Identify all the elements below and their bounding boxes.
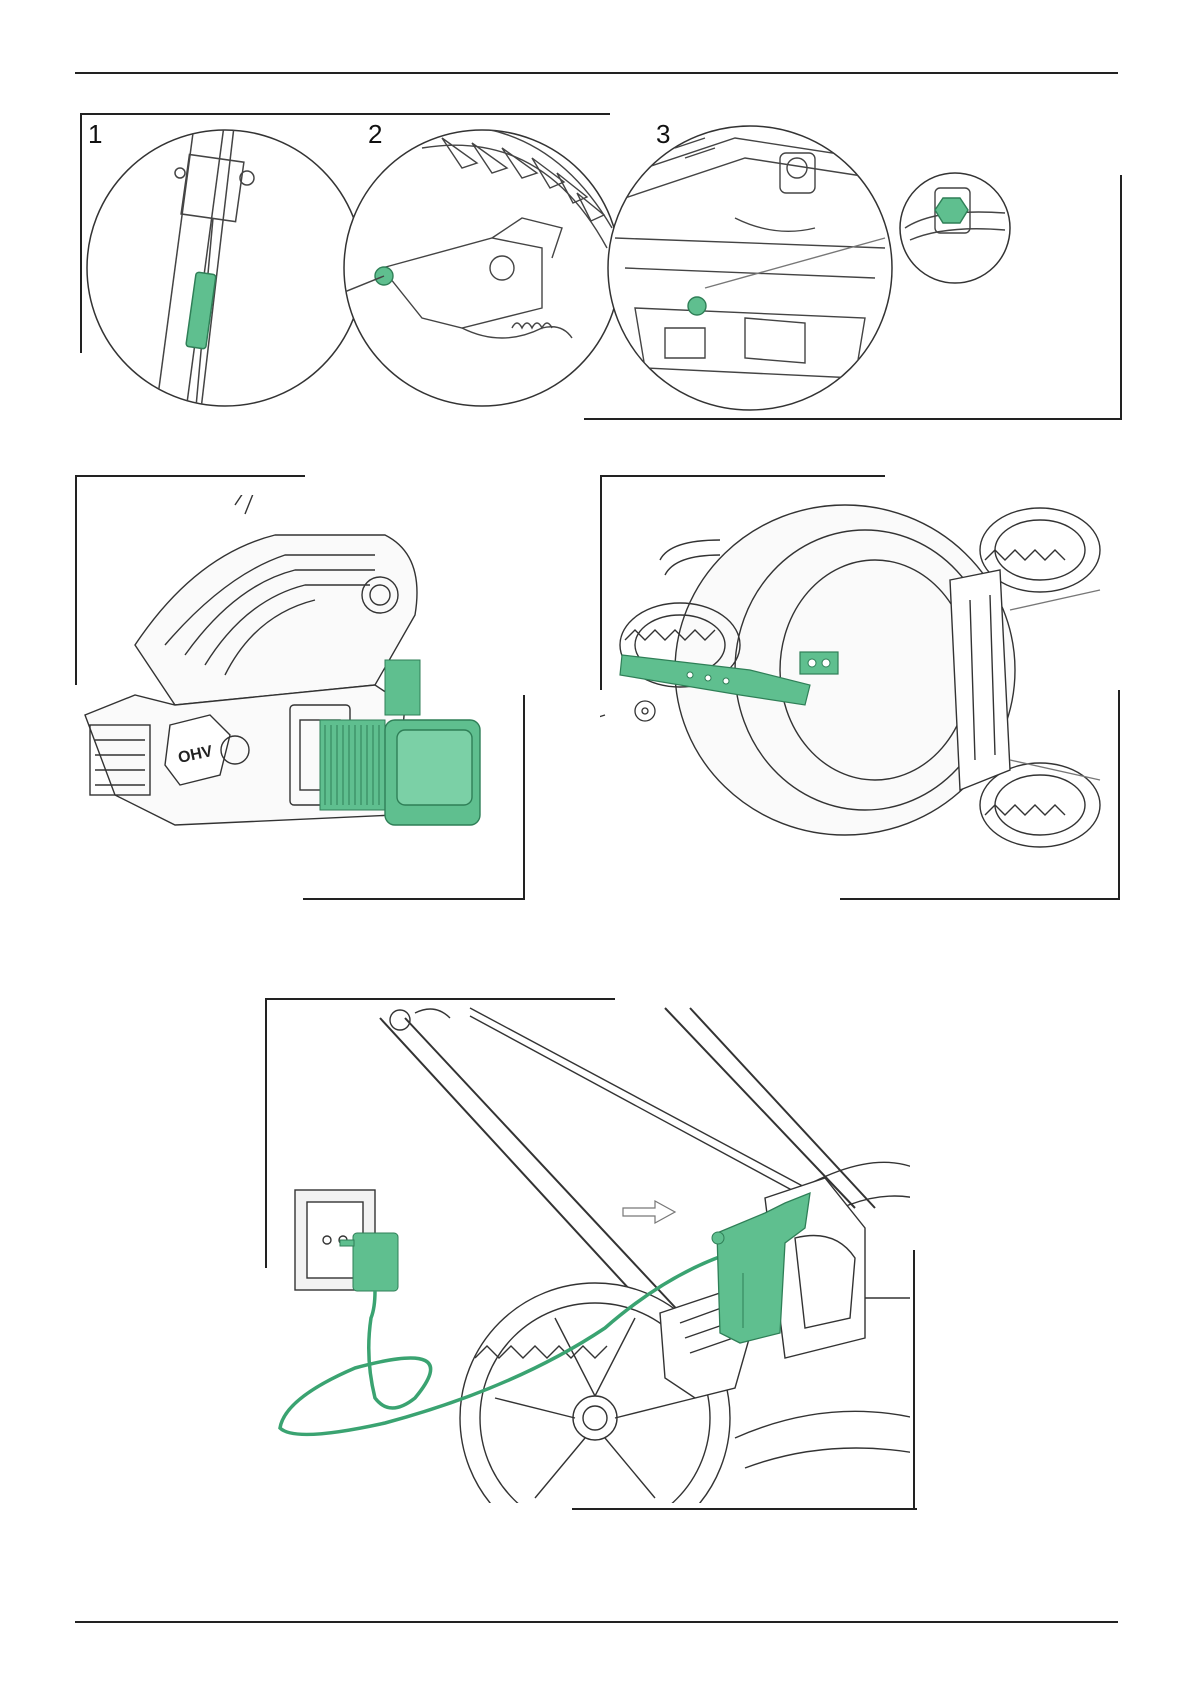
air-filter-icon: OHV	[75, 495, 525, 895]
frame-corner-top	[75, 475, 305, 477]
frame-corner-right	[1120, 175, 1122, 420]
frame-corner-bottom	[303, 898, 525, 900]
frame-corner-top	[600, 475, 885, 477]
insert-arrow-icon	[623, 1201, 675, 1223]
blade-adapter	[800, 652, 838, 674]
frame-corner-bottom	[840, 898, 1120, 900]
air-filter-cover	[385, 720, 480, 825]
spark-plug-zoom-icon	[885, 168, 1025, 288]
figure-top-steps: 1 2 3	[80, 113, 1122, 421]
header-rule	[75, 72, 1118, 74]
frame-corner-bottom	[584, 418, 1122, 420]
pre-filter-foam	[385, 660, 420, 715]
frame-corner-bottom	[572, 1508, 917, 1510]
blade-icon	[600, 490, 1120, 890]
figure-air-filter: OHV	[75, 475, 525, 900]
frame-corner-left	[80, 113, 82, 353]
figure-charging	[265, 998, 915, 1528]
blade-bolt	[600, 701, 655, 728]
throttle-cable-icon	[85, 118, 365, 418]
frame-corner-top	[80, 113, 610, 115]
footer-rule	[75, 1621, 1118, 1623]
brake-cable-icon	[342, 118, 622, 418]
air-filter-element	[320, 720, 385, 810]
spark-plug-icon	[605, 118, 895, 418]
charging-illustration	[265, 998, 915, 1508]
figure-blade	[600, 475, 1120, 900]
